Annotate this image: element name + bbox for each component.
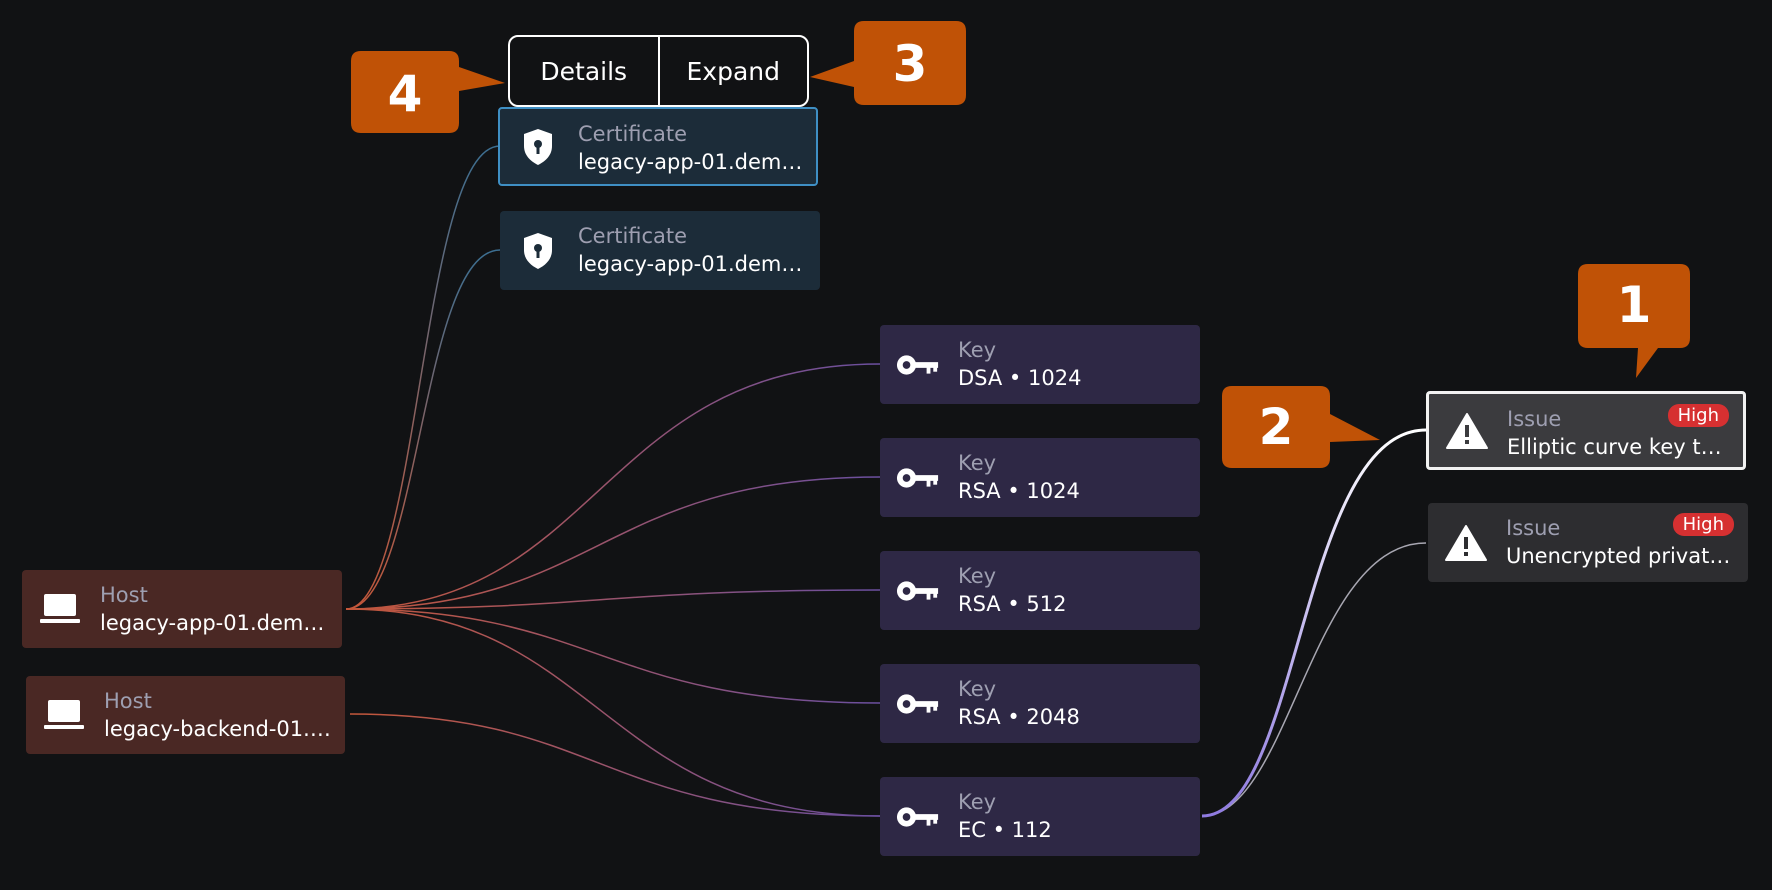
shield-lock-icon xyxy=(516,232,560,269)
edge-host1-key2 xyxy=(345,476,881,610)
node-kind: Key xyxy=(958,677,997,701)
node-action-toolbar: Details Expand xyxy=(508,35,809,107)
callout-number: 1 xyxy=(1617,276,1652,334)
issue-node[interactable]: Issue High Unencrypted private ... xyxy=(1428,503,1748,582)
node-label: DSA • 1024 xyxy=(958,366,1082,390)
node-label: RSA • 2048 xyxy=(958,705,1080,729)
node-label: RSA • 1024 xyxy=(958,479,1080,503)
key-node-dsa-1024[interactable]: Key DSA • 1024 xyxy=(880,325,1200,404)
severity-badge: High xyxy=(1672,513,1734,536)
certificate-node[interactable]: Certificate legacy-app-01.demo... xyxy=(500,211,820,290)
key-icon xyxy=(896,347,940,383)
edge-key5-issue1 xyxy=(1201,428,1427,818)
node-label: legacy-app-01.demo... xyxy=(578,252,808,276)
node-label: legacy-app-01.demo... xyxy=(100,611,330,635)
node-kind: Key xyxy=(958,790,997,814)
edge-host1-key3 xyxy=(345,589,881,610)
key-node-ec-112[interactable]: Key EC • 112 xyxy=(880,777,1200,856)
expand-button[interactable]: Expand xyxy=(657,37,808,105)
warning-triangle-icon xyxy=(1445,412,1489,449)
laptop-icon xyxy=(38,591,82,627)
node-kind: Issue xyxy=(1506,516,1561,540)
warning-triangle-icon xyxy=(1444,524,1488,561)
certificate-node-selected[interactable]: Certificate legacy-app-01.demo... xyxy=(498,107,818,186)
key-node-rsa-2048[interactable]: Key RSA • 2048 xyxy=(880,664,1200,743)
key-node-rsa-512[interactable]: Key RSA • 512 xyxy=(880,551,1200,630)
node-kind: Key xyxy=(958,338,997,362)
callout-number: 2 xyxy=(1259,398,1294,456)
node-label: legacy-app-01.demo... xyxy=(578,150,804,174)
callout-3: 3 xyxy=(810,21,966,111)
node-label: legacy-backend-01.d... xyxy=(104,717,333,741)
key-icon xyxy=(896,799,940,835)
host-node-legacy-backend[interactable]: Host legacy-backend-01.d... xyxy=(26,676,345,754)
edge-host1-key4 xyxy=(345,608,881,704)
node-kind: Issue xyxy=(1507,407,1562,431)
details-button[interactable]: Details xyxy=(540,56,628,86)
node-kind: Certificate xyxy=(578,224,688,248)
callout-4: 4 xyxy=(351,51,507,139)
node-kind: Certificate xyxy=(578,122,688,146)
edge-key5-issue2 xyxy=(1201,542,1427,817)
callout-1: 1 xyxy=(1578,264,1690,386)
key-node-rsa-1024[interactable]: Key RSA • 1024 xyxy=(880,438,1200,517)
node-label: Elliptic curve key too ... xyxy=(1507,435,1731,459)
laptop-icon xyxy=(42,697,86,733)
node-label: EC • 112 xyxy=(958,818,1052,842)
issue-node-selected[interactable]: Issue High Elliptic curve key too ... xyxy=(1426,391,1746,470)
shield-lock-icon xyxy=(516,128,560,165)
node-kind: Key xyxy=(958,451,997,475)
callout-number: 3 xyxy=(893,35,928,93)
edge-host1-cert2 xyxy=(345,249,501,610)
edge-host1-cert1 xyxy=(345,145,501,610)
host-node-legacy-app[interactable]: Host legacy-app-01.demo... xyxy=(22,570,342,648)
callout-number: 4 xyxy=(388,65,423,123)
key-icon xyxy=(896,573,940,609)
key-icon xyxy=(896,460,940,496)
key-icon xyxy=(896,686,940,722)
edge-host2-key5 xyxy=(349,713,881,817)
node-kind: Host xyxy=(104,689,152,713)
node-label: Unencrypted private ... xyxy=(1506,544,1736,568)
edge-host1-key1 xyxy=(345,363,881,610)
severity-badge: High xyxy=(1667,404,1729,427)
node-kind: Key xyxy=(958,564,997,588)
node-kind: Host xyxy=(100,583,148,607)
edge-host1-key5 xyxy=(345,608,881,817)
node-label: RSA • 512 xyxy=(958,592,1067,616)
callout-2: 2 xyxy=(1222,386,1382,474)
